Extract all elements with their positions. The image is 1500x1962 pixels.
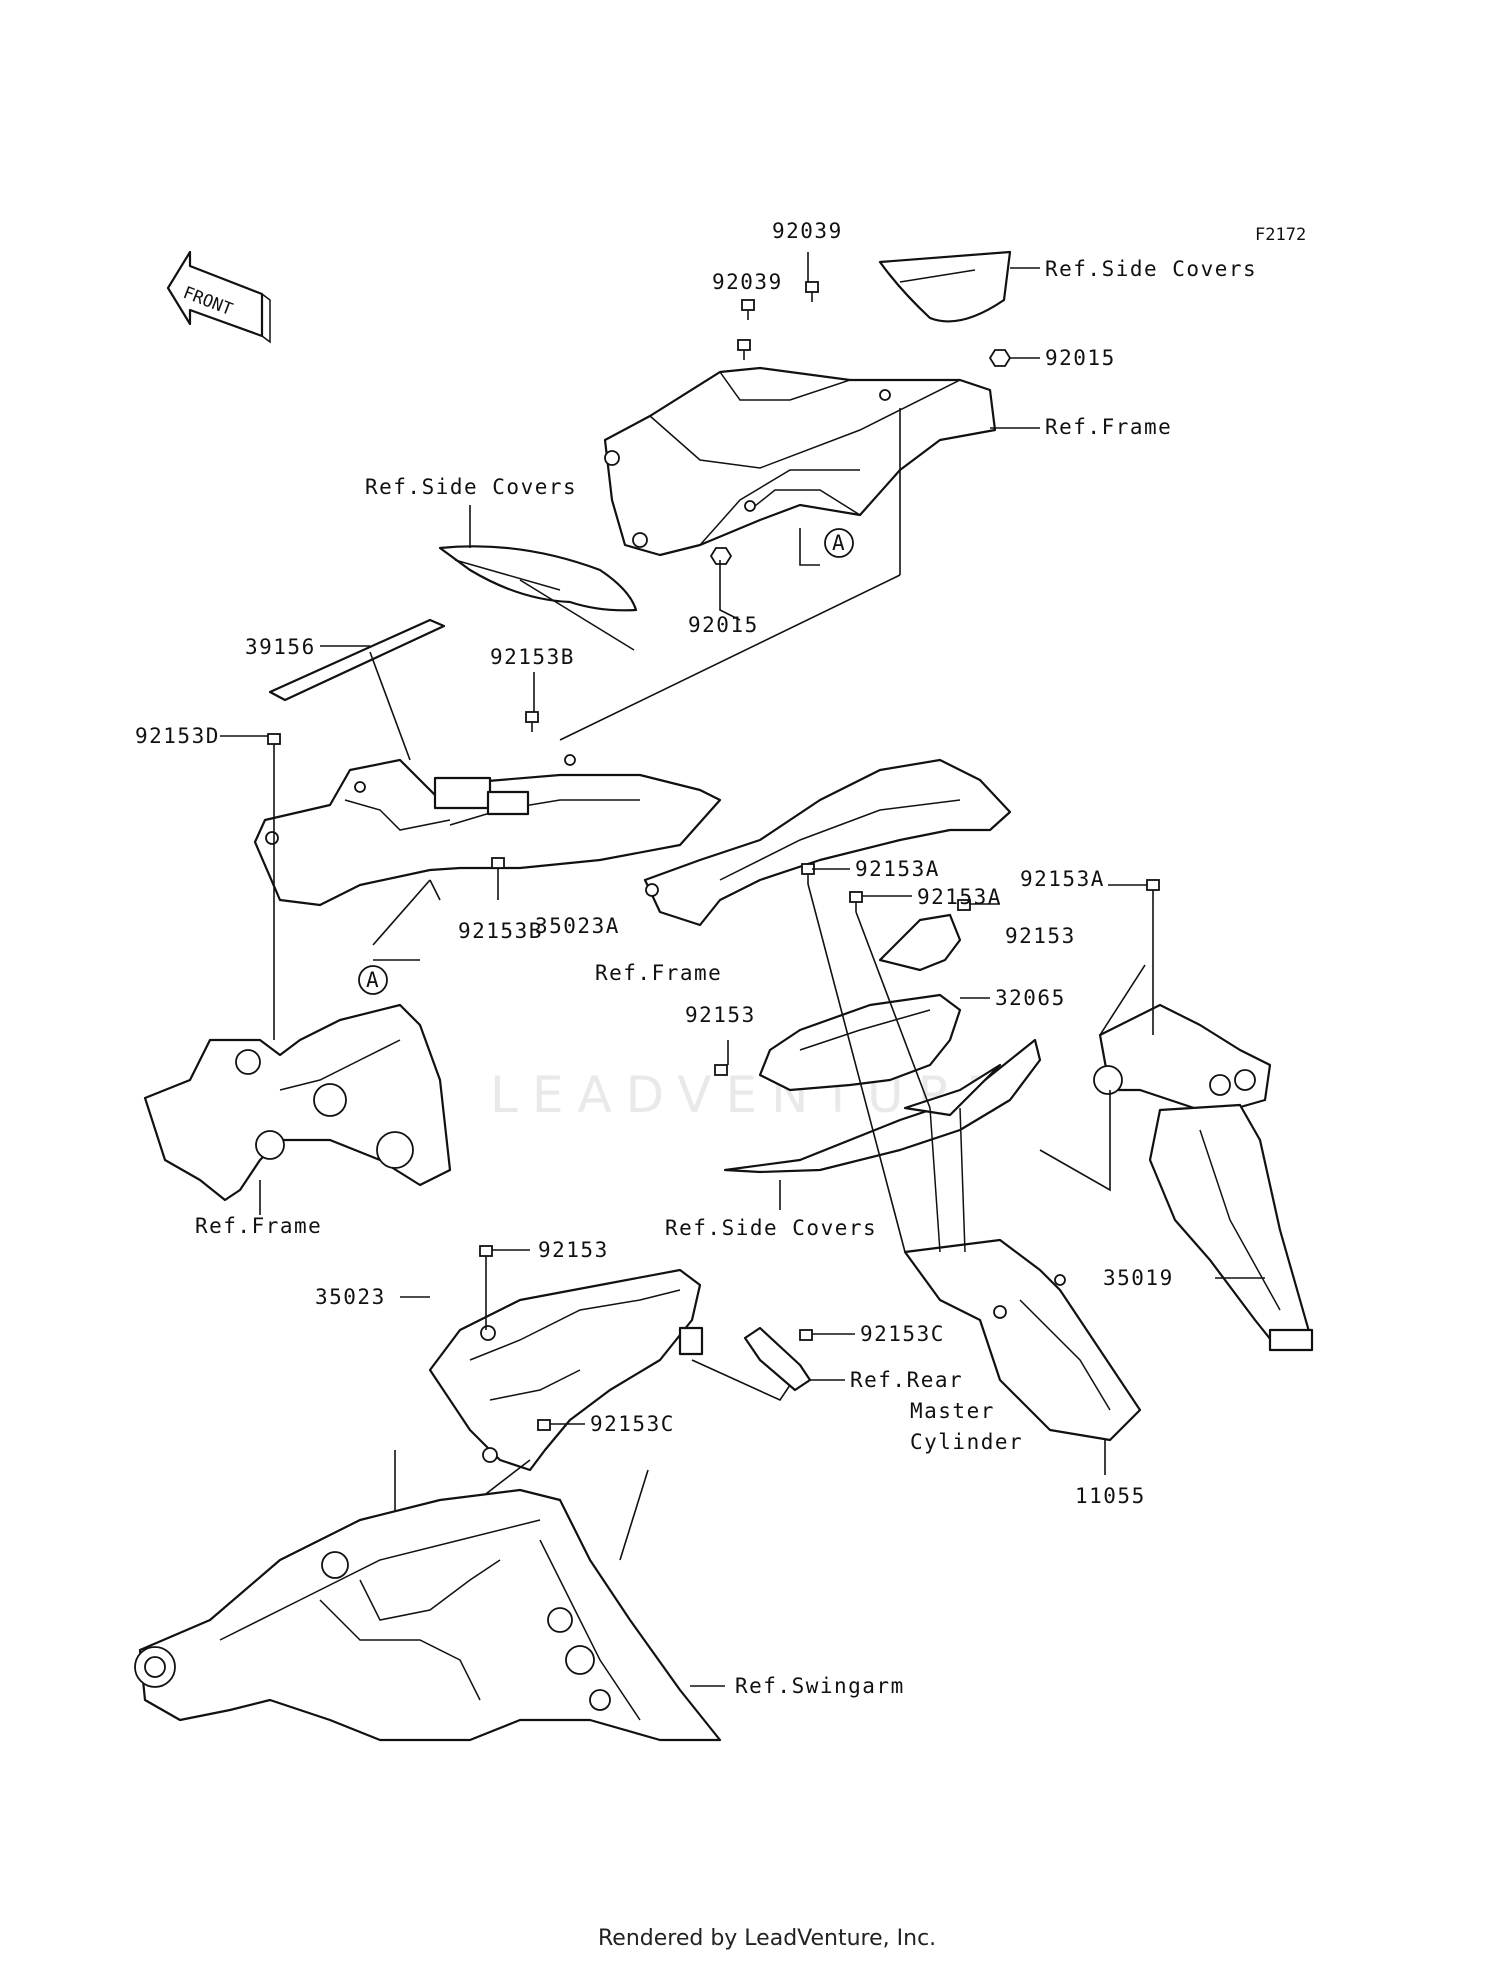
bolt-icon — [957, 899, 971, 911]
callout-92153-right: 92153 — [1005, 924, 1076, 948]
callout-92015-bottom: 92015 — [688, 613, 759, 637]
bolt-icon — [741, 299, 755, 320]
nut-icon — [988, 349, 1012, 367]
ref-side-covers-left: Ref.Side Covers — [365, 475, 577, 499]
bolt-icon — [801, 863, 815, 884]
callout-11055: 11055 — [1075, 1484, 1146, 1508]
ref-frame-left: Ref.Frame — [195, 1214, 322, 1238]
ref-rear-master-line3: Cylinder — [910, 1430, 1023, 1454]
rear-frame-upper-part — [438, 250, 1012, 651]
nut-icon — [709, 547, 733, 565]
rear-frame-mid-part — [643, 758, 1012, 927]
ref-frame-top: Ref.Frame — [1045, 415, 1172, 439]
ref-rear-master-line2: Master — [910, 1399, 995, 1423]
callout-92153C-left: 92153C — [590, 1412, 675, 1436]
front-arrow-icon: FRONT — [166, 250, 271, 344]
callout-92153B-bottom: 92153B — [458, 919, 543, 943]
fender-35019-part — [1093, 1003, 1314, 1352]
bolt-icon — [849, 891, 863, 912]
bolt-icon — [714, 1064, 728, 1076]
swingarm-part — [134, 1488, 722, 1742]
watermark: LEADVENTURE — [490, 1066, 1012, 1124]
bolt-icon — [805, 281, 819, 302]
ref-rear-master-line1: Ref.Rear — [850, 1368, 963, 1392]
bolt-icon — [267, 733, 281, 754]
frame-part — [143, 1003, 452, 1202]
bracket-11055-part — [903, 1107, 1142, 1442]
bolt-icon — [799, 1329, 813, 1341]
bolt-icon — [1146, 879, 1160, 905]
callout-92153-bottom: 92153 — [538, 1238, 609, 1262]
callout-35023A: 35023A — [535, 914, 620, 938]
callout-32065: 32065 — [995, 986, 1066, 1010]
ref-side-covers-bottom: Ref.Side Covers — [665, 1216, 877, 1240]
ref-frame-mid: Ref.Frame — [595, 961, 722, 985]
seat-bracket-part — [253, 618, 722, 907]
callout-35019: 35019 — [1103, 1266, 1174, 1290]
callout-92039-mid: 92039 — [712, 270, 783, 294]
callout-35023: 35023 — [315, 1285, 386, 1309]
diagram-code: F2172 — [1255, 225, 1306, 245]
callout-39156: 39156 — [245, 635, 316, 659]
bolt-icon — [479, 1245, 493, 1270]
master-cylinder-bracket-part — [743, 1326, 845, 1392]
marker-a-left: A — [358, 965, 388, 995]
guard-32065-part — [758, 913, 962, 1092]
hugger-35023-part — [428, 1268, 704, 1472]
callout-92153B-top: 92153B — [490, 645, 575, 669]
callout-92153A-2: 92153A — [917, 885, 1002, 909]
svg-text:A: A — [832, 531, 846, 555]
ref-side-covers-top: Ref.Side Covers — [1045, 257, 1257, 281]
bolt-icon — [525, 711, 539, 732]
callout-92153A-1: 92153A — [855, 857, 940, 881]
ref-swingarm: Ref.Swingarm — [735, 1674, 905, 1698]
bolt-icon — [491, 857, 505, 869]
callout-92153-left: 92153 — [685, 1003, 756, 1027]
bolt-icon — [537, 1419, 551, 1431]
callout-92153D: 92153D — [135, 724, 220, 748]
svg-text:A: A — [366, 968, 380, 992]
footer-credit: Rendered by LeadVenture, Inc. — [598, 1926, 936, 1951]
callout-92039-top: 92039 — [772, 219, 843, 243]
marker-a-top: A — [824, 528, 854, 558]
callout-92153C-right: 92153C — [860, 1322, 945, 1346]
bolt-icon — [737, 339, 751, 360]
callout-92015-right: 92015 — [1045, 346, 1116, 370]
callout-92153A-3: 92153A — [1020, 867, 1105, 891]
